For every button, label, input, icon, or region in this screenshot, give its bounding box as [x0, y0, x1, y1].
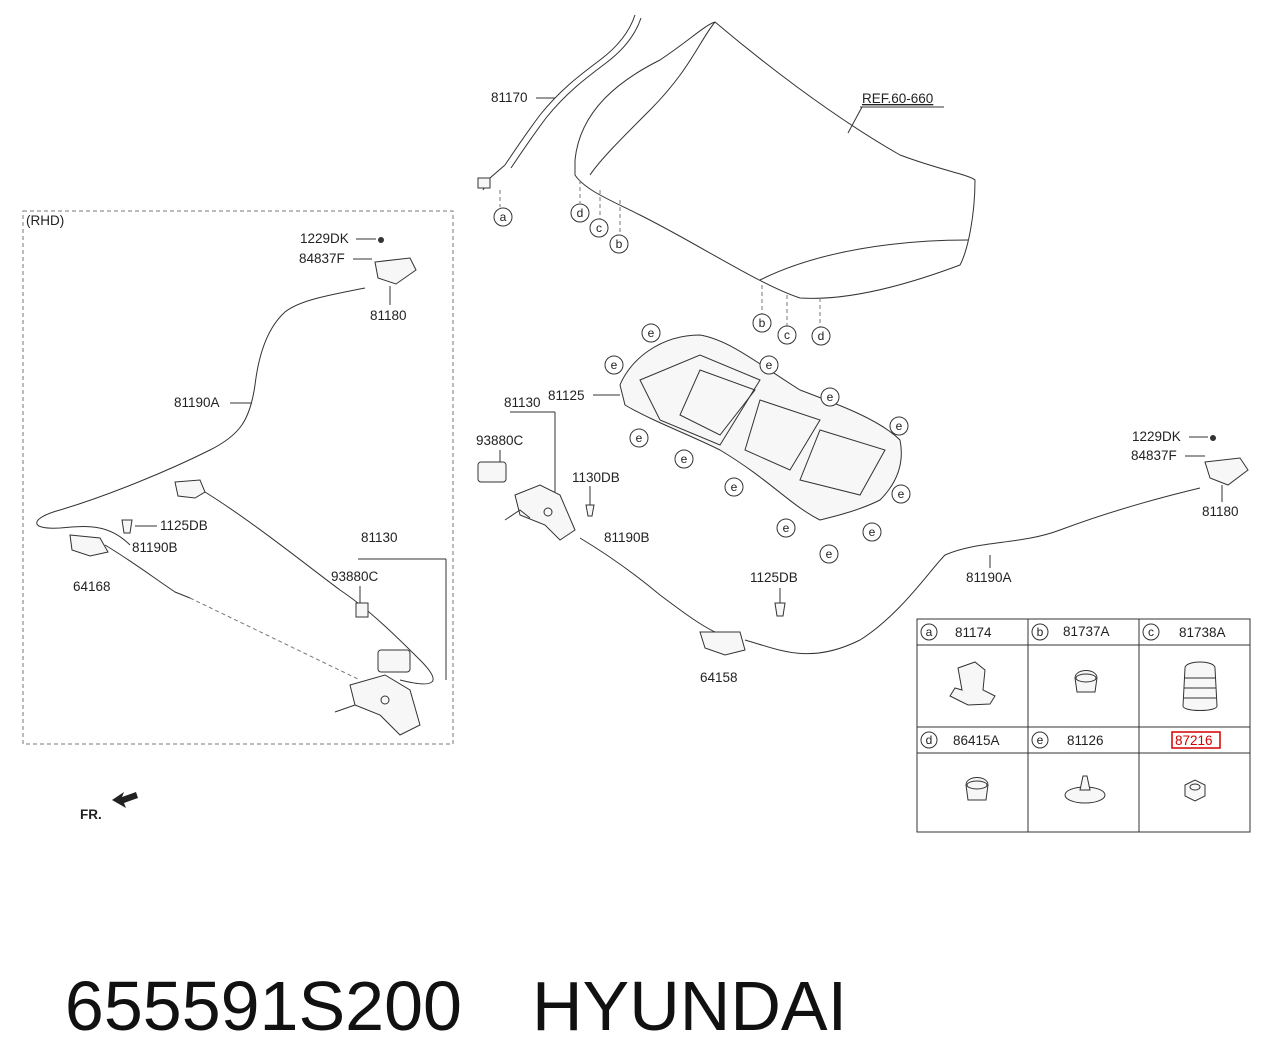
nut-icon	[1184, 779, 1206, 802]
svg-text:a: a	[926, 625, 933, 639]
legend-part-d: 86415A	[953, 733, 1000, 748]
legend-part-c: 81738A	[1179, 625, 1226, 640]
hood-insulator-pad	[619, 334, 902, 521]
caption-part-number: 655591S200	[64, 967, 462, 1045]
svg-text:e: e	[869, 525, 876, 539]
latch-assembly-center	[477, 461, 576, 541]
label-81190b-left: 81190B	[132, 540, 178, 555]
svg-text:e: e	[1037, 733, 1044, 747]
label-81130-left: 81130	[361, 530, 398, 545]
svg-text:e: e	[783, 521, 790, 535]
label-64168: 64168	[73, 579, 111, 594]
svg-text:d: d	[926, 733, 933, 747]
label-64158: 64158	[700, 670, 738, 685]
parts-diagram: (RHD) REF.60-660 81170 81125 e e e e e	[22, 14, 1251, 833]
svg-text:b: b	[616, 237, 623, 251]
legend-part-a: 81174	[955, 625, 992, 640]
svg-text:e: e	[896, 419, 903, 433]
legend-table: a b c d e 81174 81737A 81738A 86415A 811…	[916, 618, 1251, 833]
label-81180-left: 81180	[370, 308, 407, 323]
label-84837f-right: 84837F	[1131, 448, 1177, 463]
svg-text:c: c	[596, 221, 602, 235]
svg-text:e: e	[827, 390, 834, 404]
callouts-hood: a d c b b c d	[493, 203, 831, 346]
label-81130-center: 81130	[504, 395, 541, 410]
label-1130db: 1130DB	[572, 470, 620, 485]
legend-part-87216: 87216	[1175, 733, 1213, 748]
label-1125db-left: 1125DB	[160, 518, 208, 533]
clip-icon	[949, 661, 996, 706]
legend-part-e: 81126	[1067, 733, 1104, 748]
svg-text:a: a	[500, 210, 507, 224]
bumper-stop-icon	[1074, 670, 1098, 693]
legend-highlight-box	[1171, 731, 1221, 749]
push-pin-icon	[1064, 775, 1106, 804]
svg-text:e: e	[611, 358, 618, 372]
label-84837f-left: 84837F	[299, 251, 345, 266]
svg-text:e: e	[826, 547, 833, 561]
bellows-stop-icon	[1182, 661, 1218, 711]
label-1125db-center: 1125DB	[750, 570, 798, 585]
caption: 655591S200 HYUNDAI	[26, 886, 847, 1046]
ref-label: REF.60-660	[862, 91, 933, 106]
svg-text:e: e	[766, 358, 773, 372]
rhd-label: (RHD)	[26, 213, 64, 228]
label-1229dk-left: 1229DK	[300, 231, 349, 246]
latch-right	[1204, 435, 1249, 486]
rhd-box	[22, 210, 454, 745]
front-arrow-icon	[112, 792, 138, 808]
front-label: FR.	[80, 807, 102, 822]
svg-text:e: e	[898, 487, 905, 501]
label-1229dk-right: 1229DK	[1132, 429, 1181, 444]
svg-text:c: c	[784, 328, 790, 342]
svg-text:b: b	[759, 316, 766, 330]
label-81190a-right: 81190A	[966, 570, 1012, 585]
label-81190b-center: 81190B	[604, 530, 650, 545]
svg-text:e: e	[731, 480, 738, 494]
caption-brand: HYUNDAI	[531, 967, 848, 1045]
hood-stay-rod	[477, 14, 642, 191]
svg-text:d: d	[577, 206, 584, 220]
hood-panel	[574, 21, 976, 299]
svg-text:d: d	[818, 329, 825, 343]
svg-text:e: e	[648, 326, 655, 340]
label-81125: 81125	[548, 388, 585, 403]
svg-text:e: e	[681, 452, 688, 466]
svg-text:c: c	[1148, 625, 1154, 639]
label-81190a-left: 81190A	[174, 395, 220, 410]
label-81180-right: 81180	[1202, 504, 1239, 519]
latch-assembly-left	[334, 649, 421, 736]
label-93880c-center: 93880C	[476, 433, 524, 448]
rubber-stop-icon	[965, 777, 989, 801]
callouts-e: e e e e e e e e e e e e	[604, 323, 911, 564]
label-93880c-left: 93880C	[331, 569, 379, 584]
svg-text:b: b	[1037, 625, 1044, 639]
latch-left	[374, 237, 417, 285]
label-81170: 81170	[491, 90, 528, 105]
legend-part-b: 81737A	[1063, 624, 1110, 639]
svg-text:e: e	[636, 431, 643, 445]
